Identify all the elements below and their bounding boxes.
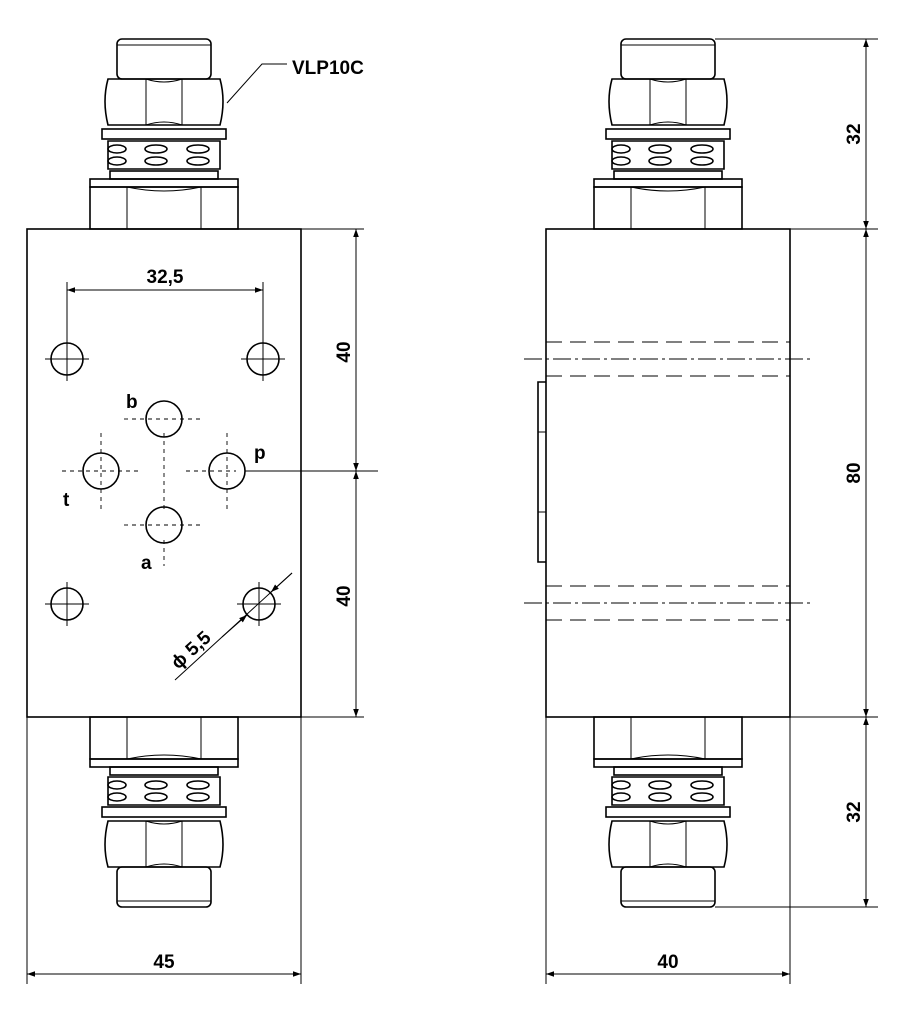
front-bottom-fitting bbox=[89, 716, 239, 908]
front-width-dimension: 45 bbox=[26, 717, 302, 984]
port-holes bbox=[62, 400, 246, 566]
model-leader-line bbox=[226, 63, 287, 104]
side-body bbox=[545, 228, 791, 718]
side-width-value: 40 bbox=[657, 952, 678, 973]
bottom-fitting-height-value: 32 bbox=[844, 801, 865, 822]
side-width-dimension: 40 bbox=[545, 717, 791, 984]
hole-spacing-value: 32,5 bbox=[147, 267, 184, 288]
lower-height-value: 40 bbox=[334, 585, 355, 606]
side-top-fitting bbox=[593, 38, 743, 230]
port-t-label: t bbox=[63, 490, 70, 511]
upper-height-value: 40 bbox=[334, 341, 355, 362]
front-body bbox=[26, 228, 302, 718]
front-top-fitting bbox=[89, 38, 239, 230]
port-a-label: a bbox=[141, 553, 152, 574]
hole-spacing-dimension: 32,5 bbox=[66, 267, 264, 338]
port-b-label: b bbox=[126, 392, 138, 413]
hole-diameter-callout: ϕ 5,5 bbox=[167, 572, 293, 681]
top-fitting-height-value: 32 bbox=[844, 123, 865, 144]
side-height-dimensions: 32 80 32 bbox=[715, 38, 878, 908]
front-view: b p t a VLP10C 32,5 40 40 ϕ 5 bbox=[26, 38, 378, 984]
hole-diameter-value: ϕ 5,5 bbox=[167, 627, 216, 674]
port-p-label: p bbox=[254, 443, 266, 464]
model-label: VLP10C bbox=[292, 58, 364, 79]
side-bottom-fitting bbox=[593, 716, 743, 908]
hidden-bores bbox=[524, 341, 812, 621]
front-width-value: 45 bbox=[153, 952, 175, 973]
body-height-value: 80 bbox=[844, 462, 865, 483]
side-view: 32 80 32 40 bbox=[524, 38, 878, 984]
side-protrusion bbox=[537, 381, 546, 563]
mounting-holes bbox=[45, 337, 285, 626]
front-height-dimensions: 40 40 bbox=[245, 228, 378, 718]
